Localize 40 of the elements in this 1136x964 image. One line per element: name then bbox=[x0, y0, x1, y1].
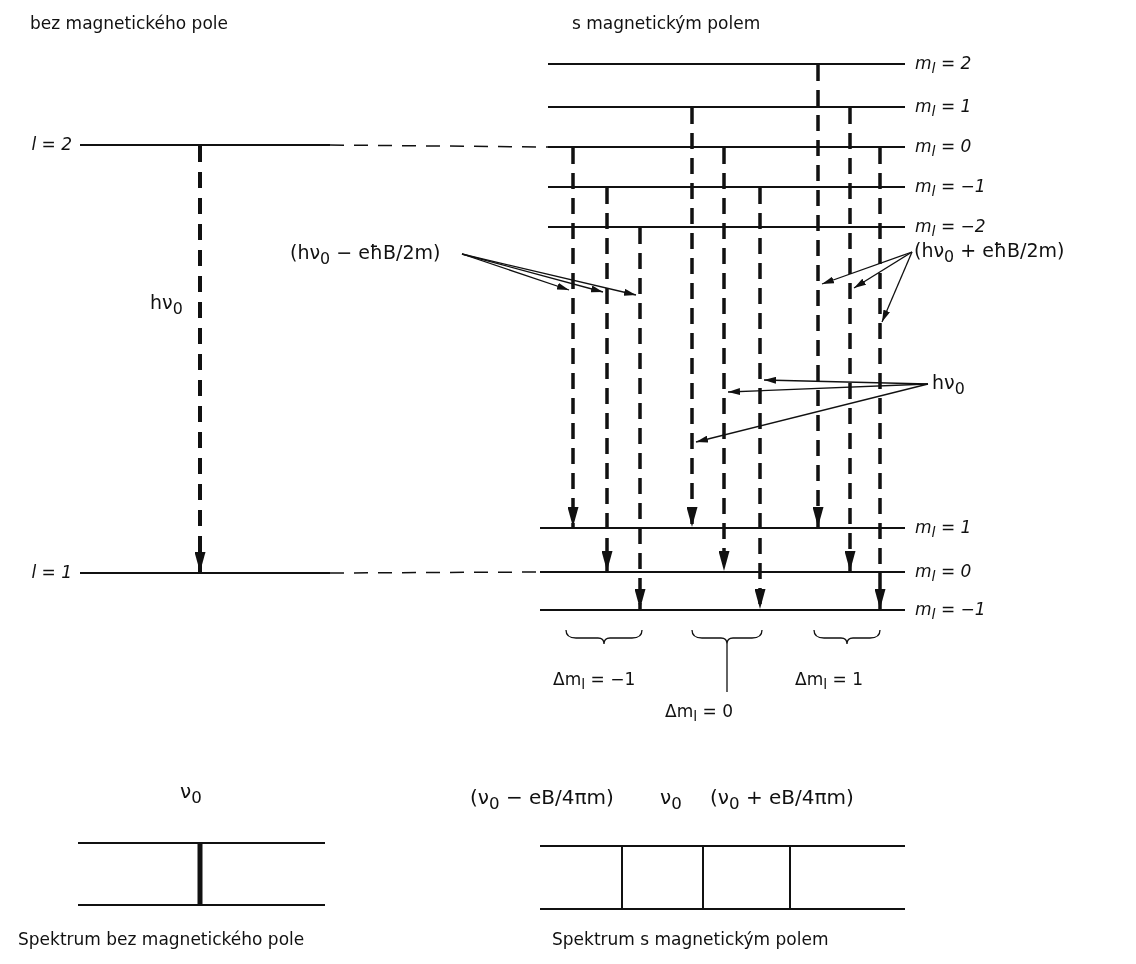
level-label: m$_{l}$ = 0 bbox=[915, 561, 972, 587]
level-label: m$_{l}$ = 0 bbox=[915, 136, 972, 162]
transition-arrow bbox=[844, 108, 856, 571]
level-label: m$_{l}$ = 1 bbox=[915, 96, 972, 122]
transition-arrow bbox=[601, 188, 613, 571]
caption: Spektrum s magnetickým polem bbox=[552, 928, 829, 950]
heading: bez magnetického pole bbox=[30, 12, 228, 34]
transition-arrow bbox=[812, 65, 824, 527]
transition-arrow bbox=[194, 146, 206, 572]
level-label: l = 2 bbox=[31, 134, 72, 154]
transition-arrow bbox=[718, 148, 730, 571]
formula-label: hν$_{0}$ bbox=[932, 370, 965, 401]
level-label: m$_{l}$ = 1 bbox=[915, 517, 972, 543]
transition-label: Δm$_{l}$ = −1 bbox=[553, 668, 636, 695]
transition-arrow bbox=[567, 148, 579, 527]
transition-label: Δm$_{l}$ = 1 bbox=[795, 668, 863, 695]
frequency-label: (ν$_{0}$ − eB/4πm) bbox=[470, 786, 614, 815]
leader-arrow bbox=[853, 251, 913, 289]
leader-arrow bbox=[461, 253, 570, 291]
transition-arrow bbox=[634, 228, 646, 609]
dashed-line bbox=[329, 144, 549, 148]
level-label: m$_{l}$ = −1 bbox=[915, 599, 986, 625]
level-label: m$_{l}$ = 2 bbox=[915, 53, 972, 79]
leader-arrow bbox=[821, 251, 913, 285]
transition-arrow bbox=[754, 188, 766, 609]
level-label: l = 1 bbox=[31, 562, 72, 582]
frequency-label: (ν$_{0}$ + eB/4πm) bbox=[710, 786, 854, 815]
frequency-label: ν$_{0}$ bbox=[180, 780, 202, 809]
leader-arrow bbox=[727, 383, 929, 395]
transition-label: Δm$_{l}$ = 0 bbox=[665, 700, 733, 727]
heading: s magnetickým polem bbox=[572, 12, 761, 34]
leader-arrow bbox=[695, 383, 929, 443]
transition-arrow bbox=[686, 108, 698, 527]
leader-arrow bbox=[881, 251, 913, 323]
formula-label: (hν$_{0}$ − eħB/2m) bbox=[290, 240, 441, 271]
leader-arrow bbox=[461, 253, 637, 296]
level-label: m$_{l}$ = −1 bbox=[915, 176, 986, 202]
transition-arrow bbox=[874, 148, 886, 609]
caption: Spektrum bez magnetického pole bbox=[18, 928, 305, 950]
frequency-label: ν$_{0}$ bbox=[660, 786, 682, 815]
